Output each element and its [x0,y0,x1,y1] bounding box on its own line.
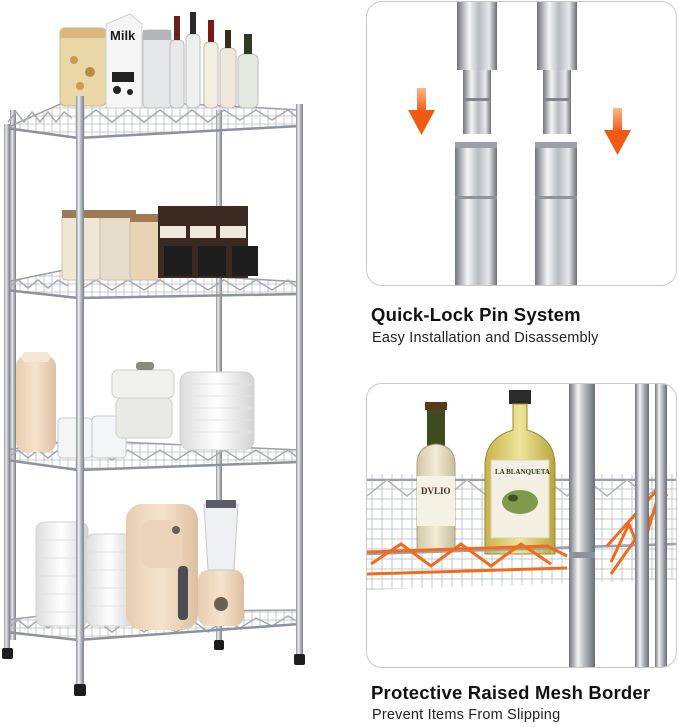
blender [198,500,244,626]
feature-subtitle-pin-system: Easy Installation and Disassembly [372,330,599,346]
feature-subtitle-mesh-border: Prevent Items From Slipping [372,707,561,723]
arrow-down-icon [408,88,435,135]
shelf-pole-back-left [10,110,16,640]
stacked-pots [111,362,175,439]
jar-cereal [59,27,107,107]
shelf-foot [2,648,13,659]
wine-bottle: DVLIO [416,402,456,553]
shelf-pole-front-left [76,96,84,696]
pin-system-closeup [366,1,677,286]
bottle-right-label: LA BLANQUETA [495,468,550,476]
milk-carton: Milk [105,13,143,109]
shelf-foot [294,654,305,665]
wire-shelf-scene: Milk [2,12,305,696]
shelf-foot [74,684,86,696]
shelf-foot [214,640,224,650]
bowl-stacks [35,521,135,627]
bottle-left-label: DVLIO [421,486,451,496]
chocolate-boxes [158,206,258,278]
shelf-pole-side-left [4,124,10,654]
storage-canisters [16,352,56,452]
feature-title-mesh-border: Protective Raised Mesh Border [371,682,651,703]
milk-label: Milk [110,28,136,43]
feature-title-pin-system: Quick-Lock Pin System [371,304,581,325]
olive-oil-bottle: LA BLANQUETA [484,390,556,555]
shelf-pole-front-right [296,104,303,664]
air-fryer [126,504,198,630]
plate-stack [179,371,255,451]
mesh-border-closeup: DVLIO LA BLANQUETA [366,383,677,668]
jar-flour [142,29,172,109]
arrow-down-icon [604,108,631,155]
sauce-bottles [169,12,259,109]
